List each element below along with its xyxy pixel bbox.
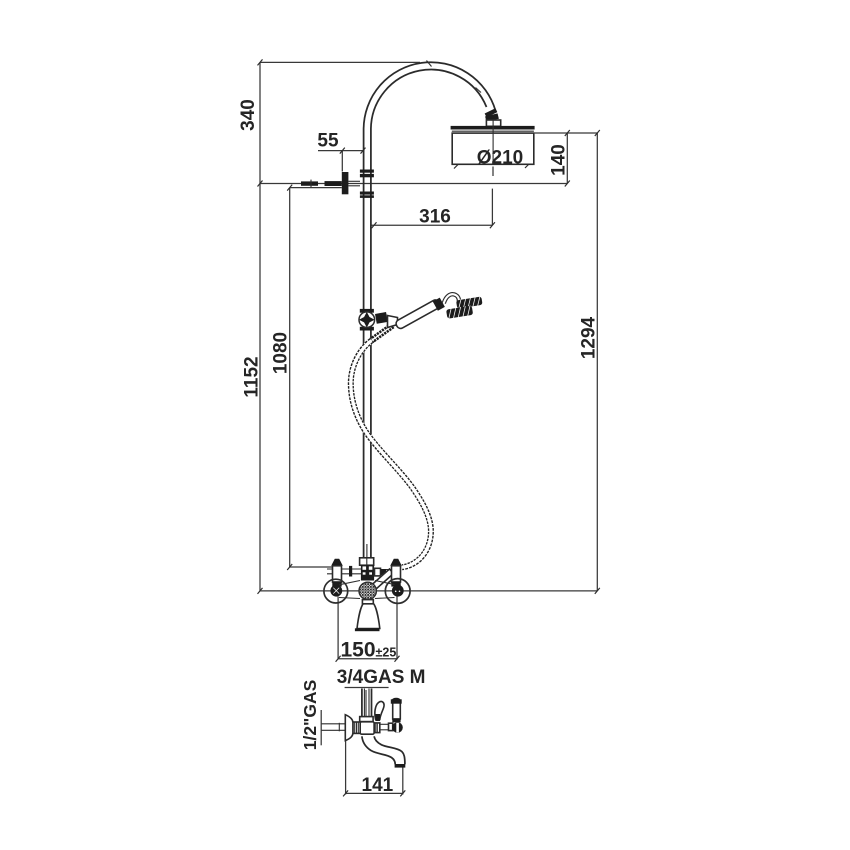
svg-text:1294: 1294 [579, 316, 600, 359]
svg-text:316: 316 [419, 207, 451, 228]
svg-text:140: 140 [549, 144, 570, 176]
svg-text:1080: 1080 [271, 332, 292, 374]
svg-text:3/4GAS M: 3/4GAS M [337, 667, 426, 688]
svg-text:141: 141 [362, 775, 394, 796]
svg-text:1152: 1152 [242, 356, 263, 397]
svg-text:340: 340 [238, 99, 259, 131]
svg-text:1/2"GAS: 1/2"GAS [300, 680, 320, 751]
svg-text:Ø210: Ø210 [477, 148, 523, 169]
svg-text:55: 55 [317, 131, 339, 152]
